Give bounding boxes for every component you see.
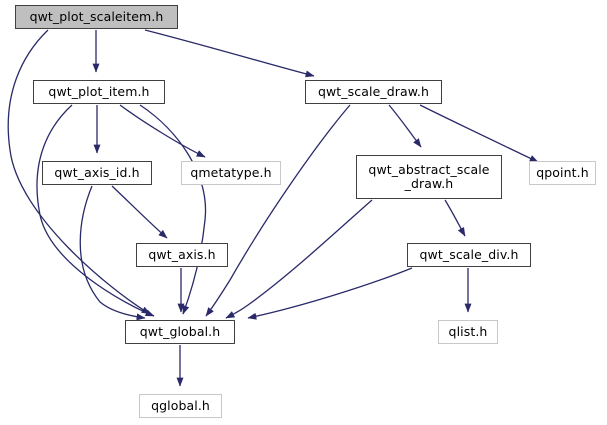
- node-label-qwt_axis_id: qwt_axis_id.h: [54, 165, 140, 180]
- edge-qwt_plot_item-to-qwt_global: [36, 104, 155, 317]
- node-label-qwt_scale_draw: qwt_scale_draw.h: [317, 84, 430, 99]
- node-label-qpoint: qpoint.h: [536, 165, 589, 180]
- node-qwt_axis[interactable]: qwt_axis.h: [136, 243, 228, 267]
- node-qwt_scale_draw[interactable]: qwt_scale_draw.h: [305, 80, 442, 104]
- node-qwt_abstract_scale_draw[interactable]: qwt_abstract_scale _draw.h: [356, 155, 502, 199]
- node-label-qwt_abstract_scale_draw: qwt_abstract_scale _draw.h: [368, 162, 490, 191]
- node-label-qmetatype: qmetatype.h: [190, 165, 272, 180]
- node-qwt_scale_div[interactable]: qwt_scale_div.h: [407, 243, 531, 267]
- edge-qwt_plot_item-to-qmetatype: [119, 104, 206, 158]
- node-label-qlist: qlist.h: [448, 324, 488, 339]
- edge-qwt_scale_draw-to-qwt_global: [205, 104, 351, 317]
- node-label-qwt_plot_scaleitem: qwt_plot_scaleitem.h: [29, 9, 164, 24]
- node-label-qwt_global: qwt_global.h: [139, 324, 221, 339]
- edge-qwt_abstract_scale_draw-to-qwt_global: [225, 199, 373, 319]
- edge-qwt_scale_draw-to-qpoint: [419, 104, 539, 163]
- edge-qwt_axis_id-to-qwt_axis: [111, 185, 168, 239]
- node-qwt_global[interactable]: qwt_global.h: [125, 320, 235, 344]
- node-qmetatype[interactable]: qmetatype.h: [181, 161, 281, 185]
- node-qlist[interactable]: qlist.h: [438, 320, 498, 344]
- edge-qwt_plot_scaleitem-to-qwt_scale_draw: [144, 29, 315, 78]
- node-qwt_plot_scaleitem[interactable]: qwt_plot_scaleitem.h: [15, 5, 178, 29]
- node-label-qglobal: qglobal.h: [151, 398, 210, 413]
- edge-qwt_scale_draw-to-qwt_abstract_scale_draw: [388, 104, 422, 148]
- node-label-qwt_scale_div: qwt_scale_div.h: [419, 247, 519, 262]
- node-label-qwt_axis: qwt_axis.h: [148, 247, 216, 262]
- edge-qwt_plot_item-to-qwt_global: [139, 104, 207, 315]
- node-qglobal[interactable]: qglobal.h: [139, 394, 222, 418]
- edge-qwt_scale_div-to-qwt_global: [247, 267, 413, 320]
- node-label-qwt_plot_item: qwt_plot_item.h: [48, 84, 150, 99]
- edge-qwt_abstract_scale_draw-to-qwt_scale_div: [444, 199, 466, 237]
- node-qwt_plot_item[interactable]: qwt_plot_item.h: [33, 80, 165, 104]
- node-qpoint[interactable]: qpoint.h: [529, 161, 596, 185]
- node-qwt_axis_id[interactable]: qwt_axis_id.h: [42, 161, 152, 185]
